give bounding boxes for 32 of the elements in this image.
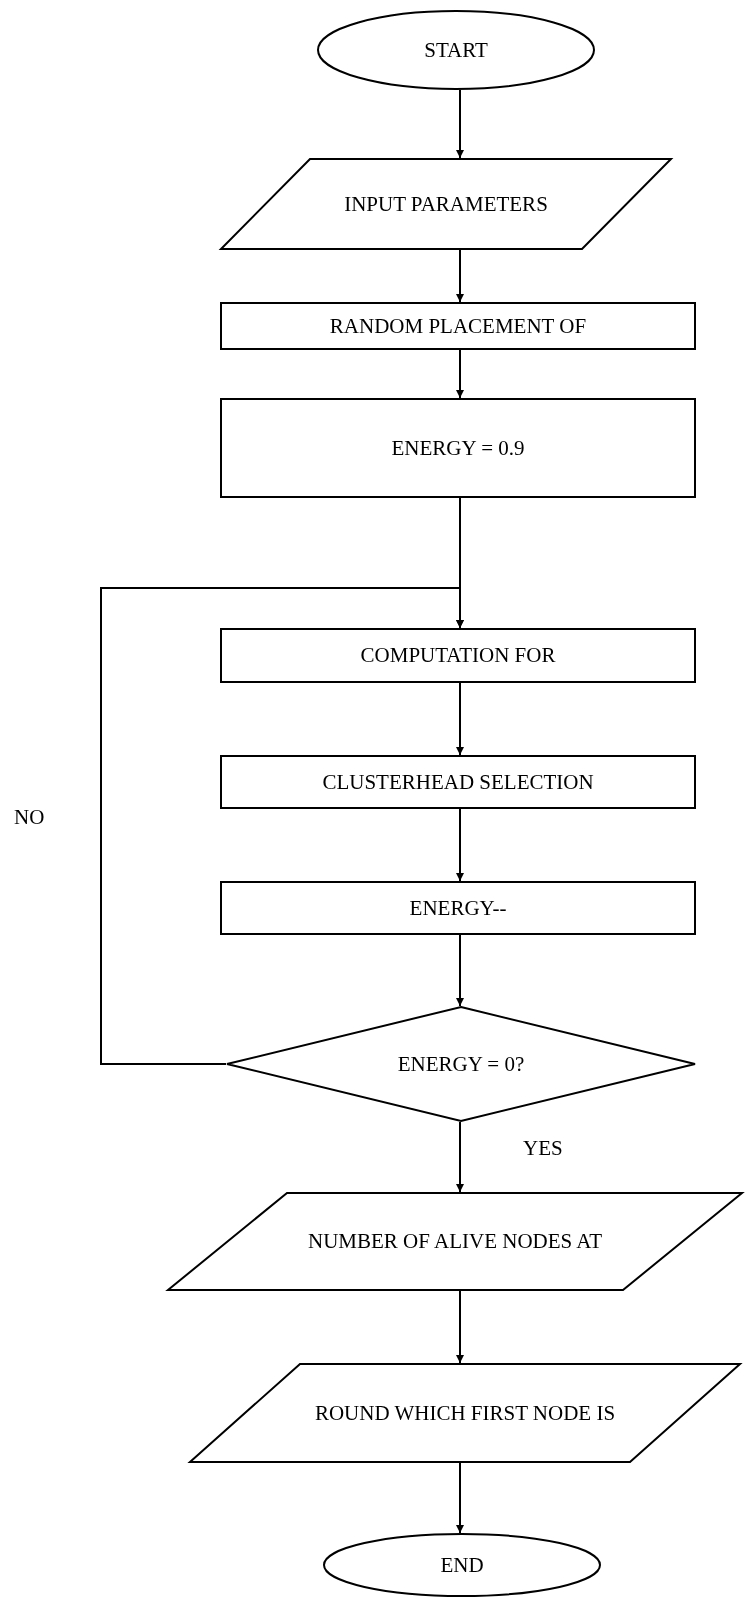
data-parallelogram xyxy=(220,158,672,250)
arrow xyxy=(456,249,464,303)
node-text: START xyxy=(424,36,488,64)
node-text: INPUT PARAMETERS xyxy=(344,190,548,218)
decision-diamond xyxy=(226,1006,696,1122)
process-box xyxy=(220,755,696,809)
terminator-ellipse xyxy=(323,1533,601,1597)
process-box xyxy=(220,398,696,498)
node-text: ENERGY = 0? xyxy=(397,1050,525,1078)
data-parallelogram xyxy=(189,1363,741,1463)
arrow xyxy=(456,89,464,159)
process-box xyxy=(220,628,696,683)
node-text: RANDOM PLACEMENT OF xyxy=(329,312,587,340)
arrow xyxy=(456,1290,464,1364)
process-box xyxy=(220,302,696,350)
node-text: NUMBER OF ALIVE NODES AT xyxy=(308,1228,602,1255)
arrow xyxy=(100,587,464,1065)
node-text: COMPUTATION FOR xyxy=(360,642,556,669)
arrow xyxy=(456,1462,464,1534)
process-box xyxy=(220,881,696,935)
node-text: END xyxy=(440,1551,484,1579)
data-parallelogram xyxy=(167,1192,743,1291)
node-text: ENERGY = 0.9 xyxy=(391,434,525,462)
arrow xyxy=(456,808,464,882)
node-text: ENERGY-- xyxy=(409,894,507,922)
node-text: CLUSTERHEAD SELECTION xyxy=(322,768,594,796)
arrow xyxy=(456,934,464,1007)
node-text: ROUND WHICH FIRST NODE IS xyxy=(314,1399,616,1427)
arrow xyxy=(456,682,464,756)
arrow xyxy=(456,349,464,399)
arrow xyxy=(456,1121,464,1193)
terminator-ellipse xyxy=(317,10,595,90)
